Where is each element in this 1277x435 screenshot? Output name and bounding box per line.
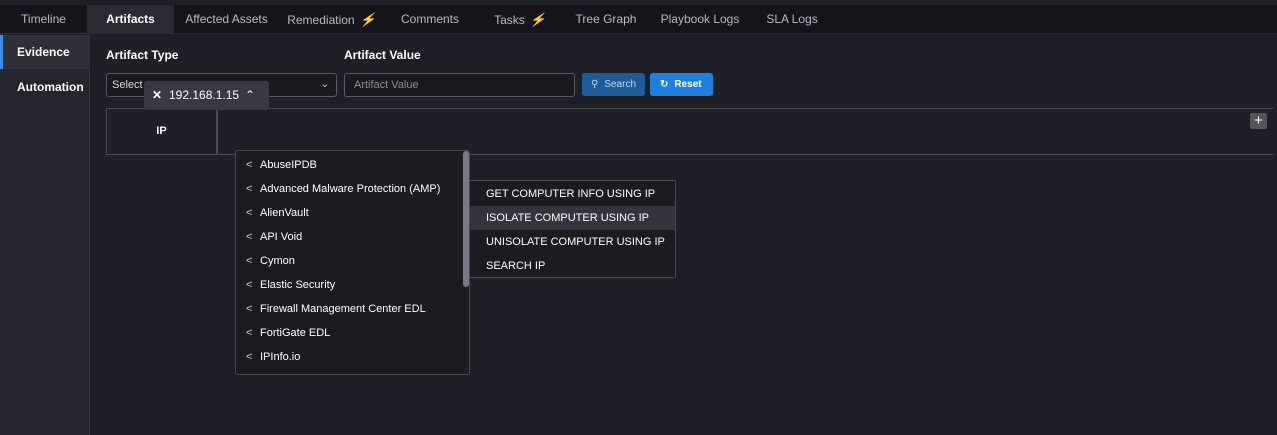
- chevron-up-icon[interactable]: ⌃: [245, 88, 256, 102]
- reset-button-label: Reset: [674, 79, 702, 90]
- artifact-chip-value: 192.168.1.15: [169, 88, 240, 102]
- integration-item-api-void[interactable]: < API Void: [236, 225, 462, 249]
- chevron-left-icon: <: [246, 183, 253, 195]
- tab-timeline[interactable]: Timeline: [0, 5, 87, 34]
- chevron-left-icon: <: [246, 279, 253, 291]
- tab-sla-logs[interactable]: SLA Logs: [752, 5, 832, 34]
- tab-comments[interactable]: Comments: [384, 5, 476, 34]
- tab-label: SLA Logs: [766, 12, 818, 26]
- artifact-type-cell: IP: [107, 109, 218, 154]
- integration-item-elastic-security[interactable]: < Elastic Security: [236, 273, 462, 297]
- chevron-left-icon: <: [246, 351, 253, 363]
- tab-bar: Timeline Artifacts Affected Assets Remed…: [0, 5, 1277, 34]
- chevron-left-icon: <: [246, 231, 253, 243]
- artifact-type-label: Artifact Type: [106, 48, 179, 62]
- add-artifact-button[interactable]: +: [1250, 113, 1267, 129]
- tab-label: Remediation: [287, 13, 355, 27]
- tab-label: Playbook Logs: [660, 12, 740, 26]
- integration-item-fmc-edl[interactable]: < Firewall Management Center EDL: [236, 297, 462, 321]
- reset-button[interactable]: ↻ Reset: [650, 73, 713, 96]
- artifact-row: IP: [106, 108, 1273, 155]
- integration-item-abuseipdb[interactable]: < AbuseIPDB: [236, 153, 462, 177]
- tab-artifacts[interactable]: Artifacts: [87, 5, 174, 34]
- bolt-icon: ⚡: [359, 12, 376, 27]
- chevron-left-icon: <: [246, 159, 253, 171]
- integration-item-ipinfo[interactable]: < IPInfo.io: [236, 345, 462, 369]
- integration-label: Elastic Security: [260, 279, 336, 291]
- plus-icon: +: [1254, 112, 1263, 129]
- integration-label: Cymon: [260, 255, 295, 267]
- integration-label: Firewall Management Center EDL: [260, 303, 426, 315]
- action-get-computer-info[interactable]: GET COMPUTER INFO USING IP: [470, 182, 675, 206]
- tab-label: Comments: [400, 12, 459, 26]
- integration-label: AlienVault: [260, 207, 309, 219]
- artifact-chip[interactable]: ✕ 192.168.1.15 ⌃: [144, 81, 269, 110]
- action-submenu: GET COMPUTER INFO USING IP ISOLATE COMPU…: [469, 180, 676, 278]
- tab-label: Timeline: [21, 12, 66, 26]
- tab-label: Affected Assets: [185, 12, 268, 26]
- artifact-value-input[interactable]: [344, 73, 575, 97]
- chevron-down-icon: ⌄: [320, 79, 329, 90]
- search-button-label: Search: [604, 79, 637, 90]
- dropdown-scrollbar[interactable]: [463, 151, 469, 287]
- integration-item-alienvault[interactable]: < AlienVault: [236, 201, 462, 225]
- sidebar-item-label: Evidence: [17, 45, 70, 59]
- tab-label: Tree Graph: [575, 12, 637, 26]
- sidebar: Evidence Automation: [0, 35, 90, 435]
- action-label: ISOLATE COMPUTER USING IP: [486, 212, 649, 224]
- action-isolate-computer[interactable]: ISOLATE COMPUTER USING IP: [470, 206, 675, 230]
- integration-item-amp[interactable]: < Advanced Malware Protection (AMP): [236, 177, 462, 201]
- integration-dropdown: < AbuseIPDB < Advanced Malware Protection …: [235, 150, 470, 375]
- integration-label: API Void: [260, 231, 303, 243]
- tab-playbook-logs[interactable]: Playbook Logs: [648, 5, 752, 34]
- chevron-left-icon: <: [246, 327, 253, 339]
- sidebar-item-label: Automation: [17, 80, 84, 94]
- action-label: SEARCH IP: [486, 260, 546, 272]
- action-search-ip[interactable]: SEARCH IP: [470, 254, 675, 278]
- search-button[interactable]: ⚲ Search: [582, 73, 645, 96]
- integration-label: FortiGate EDL: [260, 327, 331, 339]
- tab-remediation[interactable]: Remediation ⚡: [279, 5, 384, 34]
- action-label: GET COMPUTER INFO USING IP: [486, 188, 656, 200]
- tab-label: Tasks: [494, 13, 525, 27]
- sidebar-item-automation[interactable]: Automation: [0, 70, 89, 104]
- refresh-icon: ↻: [660, 79, 669, 90]
- integration-item-fortigate-edl[interactable]: < FortiGate EDL: [236, 321, 462, 345]
- tab-affected-assets[interactable]: Affected Assets: [174, 5, 279, 34]
- integration-label: IPInfo.io: [260, 351, 301, 363]
- chevron-left-icon: <: [246, 207, 253, 219]
- chevron-left-icon: <: [246, 255, 253, 267]
- chevron-left-icon: <: [246, 303, 253, 315]
- integration-label: Advanced Malware Protection (AMP): [260, 183, 441, 195]
- tab-label: Artifacts: [106, 12, 155, 26]
- close-icon[interactable]: ✕: [152, 88, 163, 102]
- artifact-type-value: Select: [112, 79, 143, 91]
- action-unisolate-computer[interactable]: UNISOLATE COMPUTER USING IP: [470, 230, 675, 254]
- tab-tasks[interactable]: Tasks ⚡: [476, 5, 564, 34]
- integration-item-cymon[interactable]: < Cymon: [236, 249, 462, 273]
- artifact-value-label: Artifact Value: [344, 48, 421, 62]
- integration-label: AbuseIPDB: [260, 159, 317, 171]
- bolt-icon: ⚡: [529, 12, 546, 27]
- sidebar-item-evidence[interactable]: Evidence: [0, 35, 89, 69]
- search-icon: ⚲: [591, 79, 599, 90]
- action-label: UNISOLATE COMPUTER USING IP: [486, 236, 665, 248]
- tab-tree-graph[interactable]: Tree Graph: [564, 5, 648, 34]
